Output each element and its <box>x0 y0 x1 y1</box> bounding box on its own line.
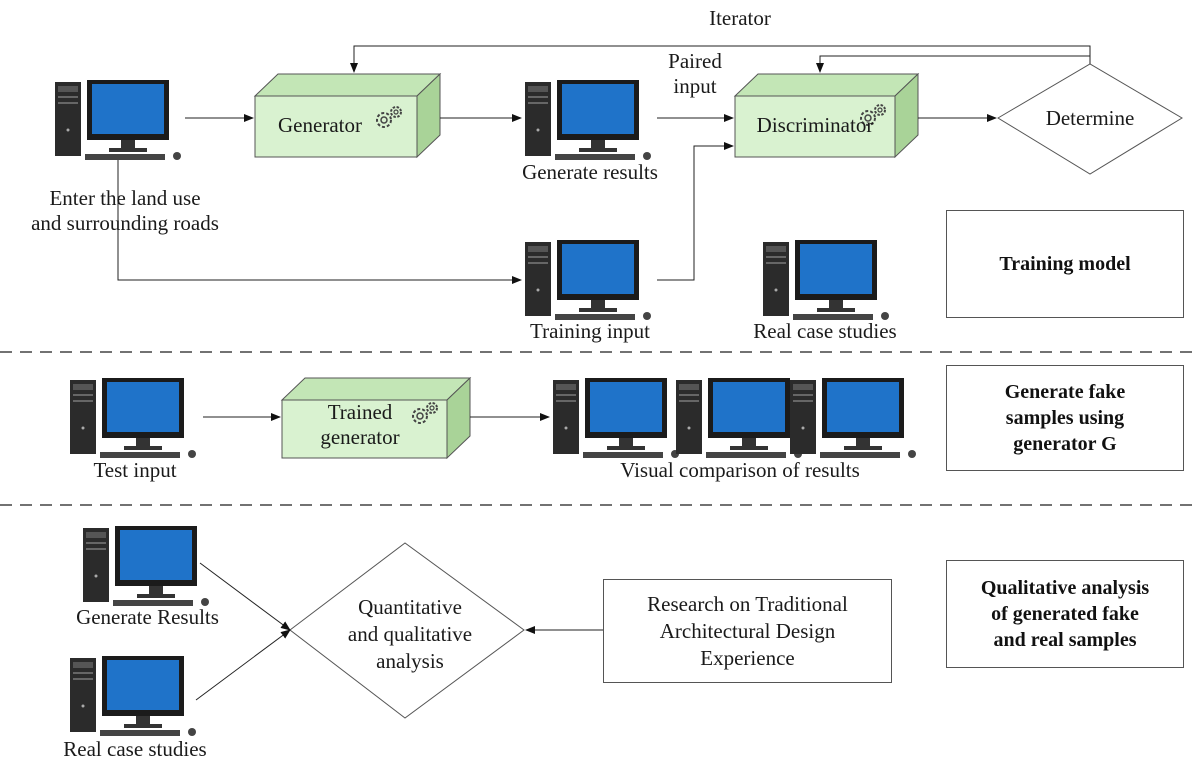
section-generate-fake: Generate fake samples using generator G <box>946 365 1184 471</box>
computer-icon-land-use <box>55 80 181 160</box>
arrow-generated-to-analysis <box>199 562 291 631</box>
discriminator-box <box>733 72 920 159</box>
arrow-real-to-analysis <box>195 629 291 701</box>
computer-icon-real-case-bottom <box>70 656 196 736</box>
iterator-label: Iterator <box>709 6 771 30</box>
discriminator-label: Discriminator <box>756 113 874 137</box>
arrow-training-to-discriminator <box>657 142 734 281</box>
real-case-studies-top-label: Real case studies <box>753 319 897 343</box>
computer-icon-generate-results-bottom <box>83 526 209 606</box>
arrow-land-use-to-training <box>117 160 522 284</box>
computer-icon-result-2 <box>676 378 802 458</box>
arrow-determine-feedback <box>816 55 1091 73</box>
generator-label: Generator <box>278 113 362 137</box>
trained-generator-label: Trained generator <box>320 400 400 449</box>
determine-label: Determine <box>1045 106 1135 130</box>
real-case-studies-bottom-label: Real case studies <box>63 737 207 761</box>
generate-results-label: Generate results <box>522 160 658 184</box>
research-box: Research on Traditional Architectural De… <box>603 579 892 683</box>
determine-diamond <box>997 63 1183 175</box>
computer-icon-real-case-top <box>763 240 889 320</box>
test-input-label: Test input <box>93 458 177 482</box>
land-use-label: Enter the land use and surrounding roads <box>31 186 219 235</box>
section-qualitative: Qualitative analysis of generated fake a… <box>946 560 1184 668</box>
visual-comparison-label: Visual comparison of results <box>620 458 860 482</box>
analysis-diamond <box>289 542 525 719</box>
generate-results-bottom-label: Generate Results <box>76 605 219 629</box>
computer-icon-result-3 <box>790 378 916 458</box>
section-qualitative-label: Qualitative analysis of generated fake a… <box>980 577 1150 651</box>
section-training-model-label: Training model <box>999 253 1131 275</box>
computer-icon-test-input <box>70 378 196 458</box>
training-input-label: Training input <box>530 319 650 343</box>
generator-box <box>253 72 442 159</box>
computer-icon-generate-results <box>525 80 651 160</box>
research-label: Research on Traditional Architectural De… <box>647 591 848 670</box>
arrow-iterator-loop <box>350 45 1091 73</box>
paired-input-label: Paired input <box>668 49 722 98</box>
section-training-model: Training model <box>946 210 1184 318</box>
analysis-label: Quantitative and qualitative analysis <box>347 595 473 673</box>
computer-icon-result-1 <box>553 378 679 458</box>
trained-generator-box <box>280 376 472 460</box>
section-generate-fake-label: Generate fake samples using generator G <box>1004 381 1126 455</box>
computer-icon-training-input <box>525 240 651 320</box>
